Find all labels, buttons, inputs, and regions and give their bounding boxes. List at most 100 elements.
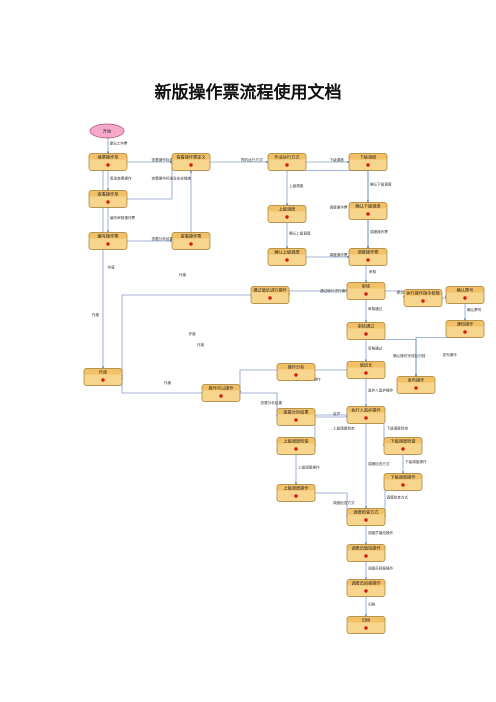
- edge-label: 预约运行方式: [241, 157, 263, 162]
- status-dot-icon: [414, 386, 418, 390]
- process-node-n8: 确认上级调度: [267, 248, 307, 266]
- edge-n12-n21: [120, 294, 251, 378]
- status-dot-icon: [189, 163, 193, 167]
- process-node-label: 确认下级调度: [355, 202, 381, 209]
- edge-label: 确认上级调度: [289, 230, 311, 235]
- process-node-label: 作废: [99, 368, 107, 375]
- edge-label: 上级调度检查: [333, 425, 355, 430]
- status-dot-icon: [364, 518, 368, 522]
- process-node-label: 通过值长进行操作: [253, 286, 287, 293]
- process-node-label: 下级调度检查: [390, 437, 416, 444]
- status-dot-icon: [366, 163, 370, 167]
- status-dot-icon: [106, 200, 110, 204]
- status-dot-icon: [421, 299, 425, 303]
- process-node-n24: 执行人监护操作: [346, 406, 386, 424]
- status-dot-icon: [364, 589, 368, 593]
- status-dot-icon: [294, 373, 298, 377]
- process-node-label: 查看操作票: [181, 232, 202, 239]
- edge-label: 查看分析结果: [261, 400, 283, 405]
- process-node-n4: 查看操作票定义: [171, 153, 211, 171]
- edge-label: 查看操作标准及安全措施: [152, 175, 192, 180]
- edge-label: 监护人监护操作: [368, 387, 394, 392]
- edge-label: 查看操作标准及安全措施: [152, 157, 192, 162]
- edge-n24-n25: [313, 414, 347, 447]
- edge-label: 查看分析结果: [152, 236, 174, 241]
- edge-start-n1: [106, 137, 110, 154]
- edge-n11-n13: [364, 265, 368, 283]
- edge-n14-n15: [442, 294, 448, 299]
- edge-label: 审核通过: [368, 306, 383, 311]
- status-dot-icon: [463, 296, 467, 300]
- status-dot-icon: [294, 418, 298, 422]
- start-node-label: 开始: [103, 127, 112, 134]
- process-node-n2: 查看操作单: [88, 190, 128, 208]
- nodes-layer: 开始填票操作单查看操作单编写操作票查看操作票定义查看操作票作业运行方式上级调度确…: [83, 123, 485, 634]
- edge-label: 下级调度: [330, 157, 345, 162]
- status-dot-icon: [285, 258, 289, 262]
- edge-label: 调度检查方式: [333, 500, 355, 505]
- process-node-n3: 编写操作票: [88, 232, 128, 250]
- status-dot-icon: [101, 378, 105, 382]
- process-node-label: 查看操作单: [98, 190, 119, 197]
- process-node-n25: 上级调度检查: [276, 437, 316, 455]
- process-node-label: 确认票号: [457, 286, 474, 293]
- status-dot-icon: [294, 494, 298, 498]
- process-node-n30: 调度员值班操作: [346, 544, 386, 562]
- edge-label: 提出工作票: [110, 141, 128, 146]
- start-node: 开始: [89, 123, 125, 139]
- status-dot-icon: [364, 371, 368, 375]
- edge-label: 归档: [368, 601, 376, 606]
- document-title: 新版操作票流程使用文档: [154, 83, 342, 103]
- process-node-n1: 填票操作单: [88, 153, 128, 171]
- edge-label: 编写审核操作票: [110, 215, 136, 220]
- status-dot-icon: [285, 163, 289, 167]
- status-dot-icon: [366, 212, 370, 216]
- edges-layer: 提出工作票签发查看操作编写审核操作票查看操作标准及安全措施查看操作标准及安全措施…: [101, 137, 482, 617]
- edge-label: 作废: [189, 331, 197, 336]
- edge-label: 调度员回报操作: [368, 565, 394, 570]
- process-node-n31: 调度员回报操作: [346, 579, 386, 597]
- process-node-n21: 作废: [83, 368, 123, 386]
- process-node-label: 执行人监护操作: [351, 406, 381, 413]
- process-node-label: 下级调度: [360, 153, 378, 160]
- process-node-n6: 作业运行方式: [267, 153, 307, 171]
- process-node-n27: 下级调度检查: [383, 437, 423, 455]
- process-node-n10: 确认下级调度: [348, 202, 388, 220]
- process-node-n15: 确认票号: [445, 286, 485, 304]
- process-node-label: 确认上级调度: [274, 248, 300, 255]
- process-node-label: 审核通过: [358, 322, 376, 329]
- process-node-label: 上级调度: [279, 205, 297, 212]
- process-node-label: 归档: [362, 616, 370, 623]
- process-node-label: 查看操作票定义: [176, 153, 206, 160]
- process-node-n7: 上级调度: [267, 205, 307, 223]
- process-node-n9: 下级调度: [348, 153, 388, 171]
- edge-label: 调度操作票: [330, 252, 348, 257]
- process-node-n14: 执行操作指令权限: [403, 289, 443, 307]
- edge-label: 作废: [108, 264, 116, 269]
- process-node-n5: 查看操作票: [171, 232, 211, 250]
- status-dot-icon: [106, 242, 110, 246]
- edge-n23-n24: [315, 414, 349, 418]
- process-node-label: 通知操作: [457, 320, 475, 327]
- process-node-n16: 通知操作: [445, 320, 485, 338]
- edge-label: 调度检查方式: [387, 494, 409, 499]
- edge-label: 监护: [333, 411, 341, 416]
- process-node-label: 调度操作票: [358, 248, 379, 255]
- status-dot-icon: [401, 483, 405, 487]
- process-node-label: 调度员回报操作: [351, 579, 381, 586]
- status-dot-icon: [364, 332, 368, 336]
- process-node-label: 调度员值班操作: [351, 544, 381, 551]
- process-node-n17: 审核通过: [346, 322, 386, 340]
- process-node-n23: 查看分析结果: [276, 408, 316, 426]
- edge-label: 调度检查方式: [368, 461, 390, 466]
- status-dot-icon: [294, 447, 298, 451]
- process-node-label: 上级调度操作: [283, 484, 309, 491]
- status-dot-icon: [364, 554, 368, 558]
- status-dot-icon: [364, 626, 368, 630]
- edge-label: 作废: [164, 380, 172, 385]
- status-dot-icon: [106, 163, 110, 167]
- process-node-n18: 操作分析: [276, 363, 316, 381]
- edge-label: 下级调度操作: [405, 459, 427, 464]
